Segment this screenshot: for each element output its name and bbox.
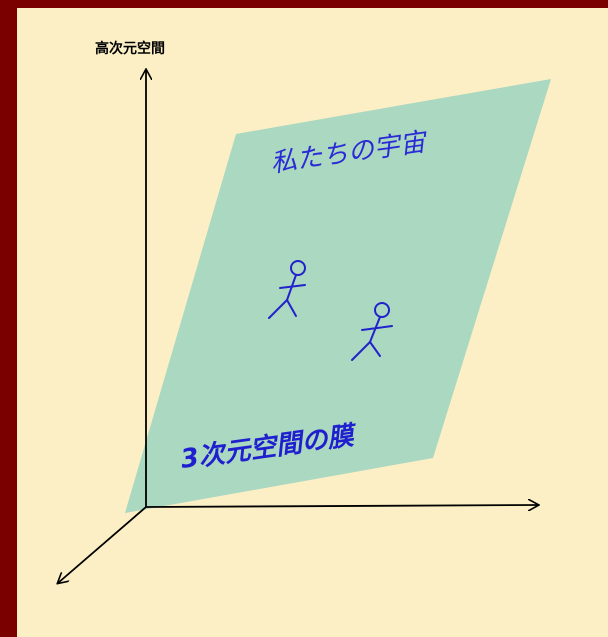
depth-axis — [58, 506, 147, 583]
stick-figure-1 — [268, 260, 306, 319]
stick-figure-2 — [351, 302, 393, 361]
horizontal-axis — [145, 505, 538, 507]
membrane-plane — [125, 79, 551, 513]
axis-label-vertical: 高次元空間 — [95, 40, 165, 57]
